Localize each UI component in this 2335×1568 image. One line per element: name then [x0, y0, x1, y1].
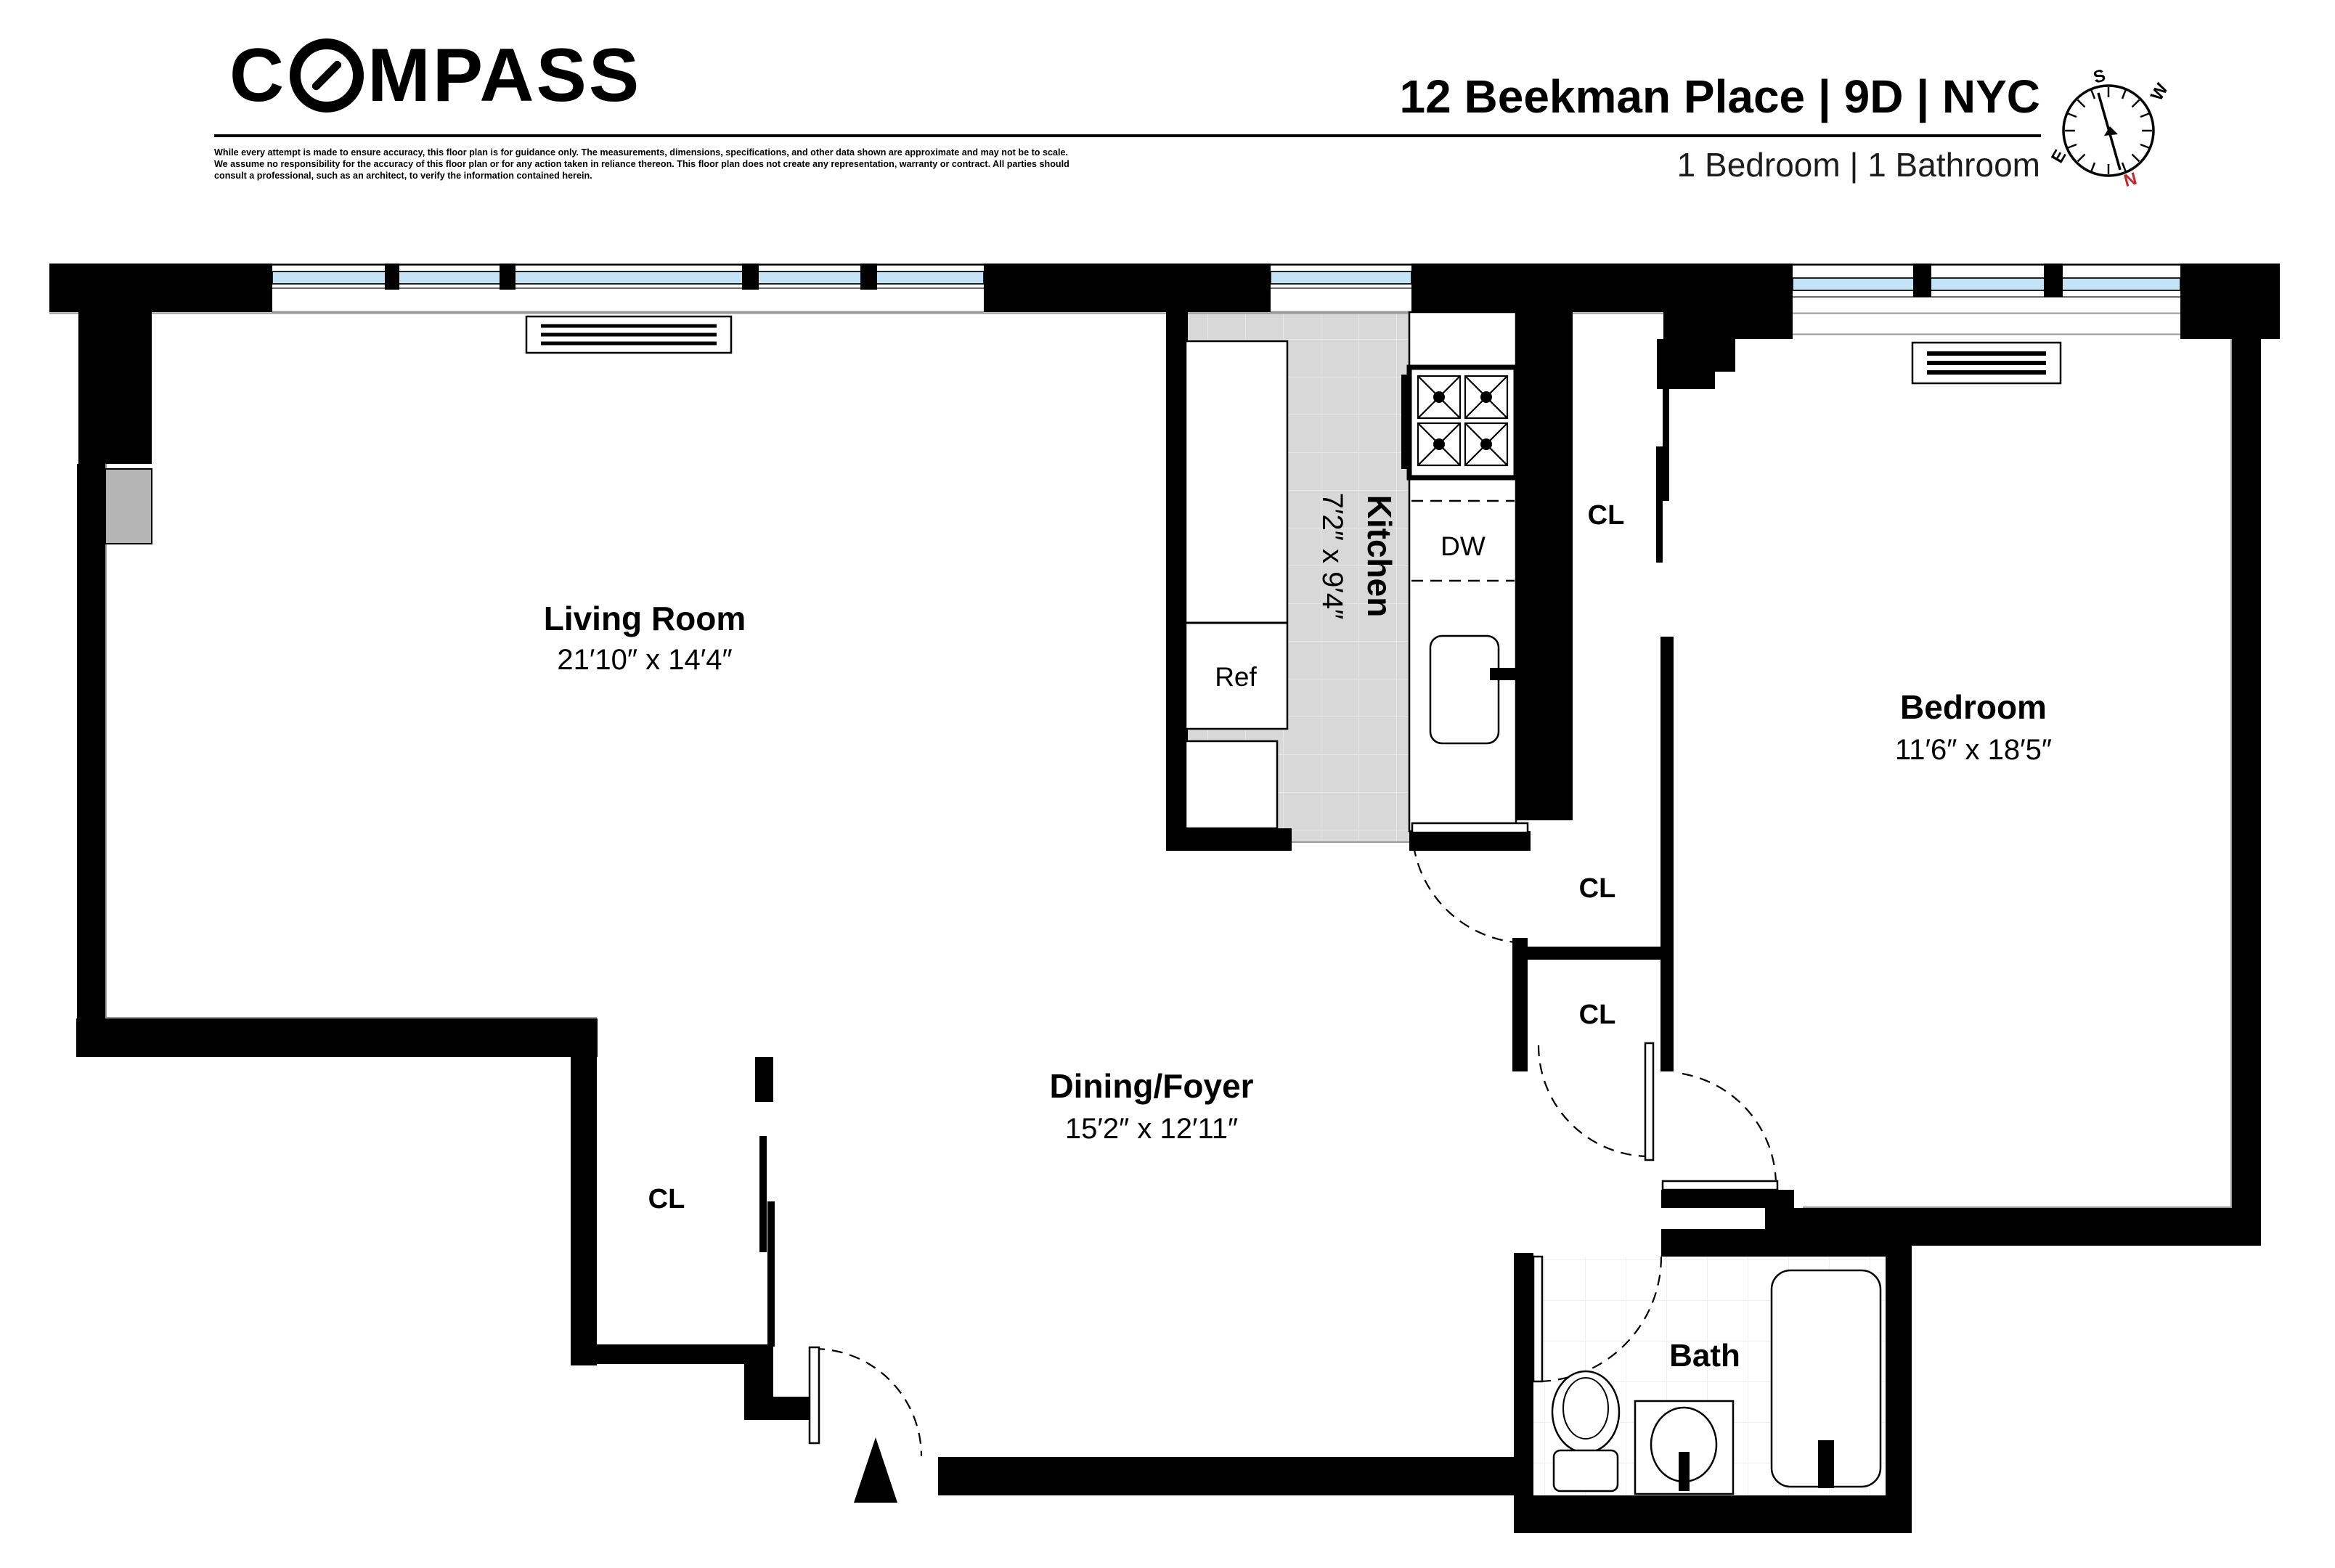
closet-label: CL [1588, 500, 1625, 531]
walls [49, 264, 2280, 1533]
living-room-dims: 21′10″ x 14′4″ [557, 644, 732, 676]
dishwasher [1411, 499, 1515, 582]
kitchen-counter-left [1184, 340, 1289, 830]
window-mullion [385, 264, 399, 290]
compass-n: N [2122, 169, 2139, 192]
kitchen-label: Kitchen [1361, 495, 1398, 618]
compass-logo: C MPASS [229, 38, 641, 113]
compass-rose-icon: S W E N [2049, 65, 2172, 192]
toilet [1551, 1370, 1621, 1493]
logo-text-right: MPASS [367, 33, 642, 118]
page-subtitle: 1 Bedroom | 1 Bathroom [1676, 146, 2040, 184]
disclaimer-line: consult a professional, such as an archi… [214, 171, 592, 181]
refrigerator-label: Ref [1215, 662, 1257, 692]
closet-label: CL [648, 1184, 685, 1214]
window-mullion [2044, 264, 2063, 297]
stove [1401, 364, 1519, 481]
bath-door [1532, 1255, 1663, 1383]
closet-door-lower [1537, 1042, 1655, 1161]
bathtub [1770, 1269, 1882, 1488]
page-title: 12 Beekman Place | 9D | NYC [1399, 70, 2040, 123]
bedroom-door [1661, 1072, 1779, 1191]
entry-door [808, 1346, 923, 1457]
living-room-label: Living Room [544, 600, 746, 637]
window-mullion [1913, 264, 1931, 297]
closet-label: CL [1579, 1000, 1616, 1030]
dining-foyer-dims: 15′2″ x 12′11″ [1065, 1113, 1238, 1145]
bedroom-closet-sliding-doors [1656, 385, 1669, 563]
bedroom-label: Bedroom [1900, 688, 2047, 726]
closet-door-upper [1411, 822, 1529, 944]
window-mullion [860, 264, 877, 290]
living-room-windows [272, 264, 985, 313]
bath-label: Bath [1669, 1338, 1740, 1373]
kitchen-sink [1429, 634, 1517, 745]
bedroom-windows [1792, 264, 2181, 335]
bedroom-dims: 11′6″ x 18′5″ [1895, 734, 2052, 766]
kitchen-dims: 7′2″ x 9′4″ [1316, 493, 1348, 620]
closet-label: CL [1579, 873, 1616, 904]
kitchen-counter-right [1401, 311, 1519, 833]
radiator [525, 315, 733, 354]
bathroom-sink [1634, 1400, 1735, 1495]
foyer-closet-sliding-doors [759, 1136, 775, 1347]
header-divider [214, 134, 2041, 137]
dishwasher-label: DW [1440, 531, 1486, 561]
radiator [1911, 341, 2062, 385]
disclaimer-line: While every attempt is made to ensure ac… [214, 147, 1068, 158]
utility-shaft [105, 468, 152, 544]
disclaimer: While every attempt is made to ensure ac… [214, 147, 1071, 182]
dining-foyer-label: Dining/Foyer [1049, 1067, 1253, 1105]
logo-text-left: C [229, 33, 287, 118]
window-mullion [500, 264, 516, 290]
window-mullion [742, 264, 759, 290]
entry-arrow [854, 1437, 897, 1503]
disclaimer-line: We assume no responsibility for the accu… [214, 159, 1069, 170]
kitchen-window [1270, 264, 1412, 313]
compass-s: S [2091, 65, 2107, 87]
